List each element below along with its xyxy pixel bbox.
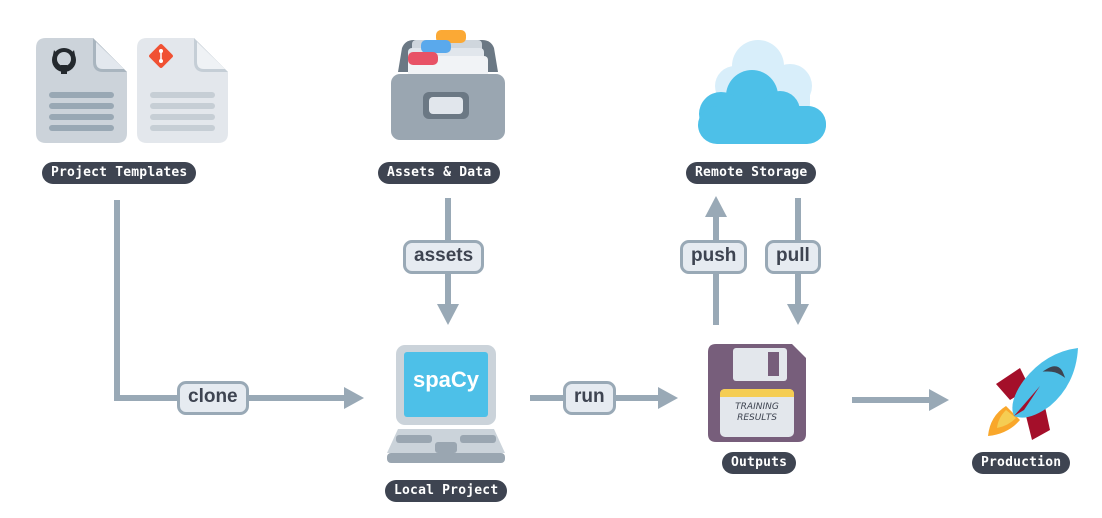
rocket-flame <box>988 406 1020 436</box>
push-arrowhead <box>705 196 727 217</box>
node-label-project-templates: Project Templates <box>42 162 197 184</box>
node-label-outputs: Outputs <box>722 452 797 474</box>
edge-label-clone: clone <box>177 381 249 415</box>
edge-label-assets: assets <box>403 240 485 274</box>
git-logo-icon <box>149 44 173 68</box>
github-document-icon <box>36 38 127 143</box>
run-arrowhead <box>658 387 678 409</box>
git-document-icon <box>137 38 228 143</box>
laptop-icon <box>387 345 505 463</box>
cloud-front <box>698 70 826 144</box>
edge-label-push: push <box>680 240 748 274</box>
node-label-remote-storage: Remote Storage <box>686 162 817 184</box>
node-label-local-project: Local Project <box>385 480 508 502</box>
floppy-label-line1: TRAINING <box>735 402 779 412</box>
edge-label-run: run <box>563 381 616 415</box>
cloud-icon <box>698 40 826 144</box>
floppy-label-line2: RESULTS <box>737 413 777 423</box>
production-arrowhead <box>929 389 949 411</box>
pull-arrowhead <box>787 304 809 325</box>
floppy-disk-icon <box>708 344 806 442</box>
card-file-box-icon <box>391 30 505 140</box>
laptop-screen-text: spaCy <box>412 367 480 392</box>
laptop-screen <box>404 352 488 417</box>
edge-label-pull: pull <box>765 240 821 274</box>
node-label-assets-data: Assets & Data <box>378 162 501 184</box>
clone-arrowhead <box>344 387 364 409</box>
clone-edge-line <box>114 200 345 401</box>
template-documents-icon <box>36 38 228 143</box>
rocket-icon <box>988 348 1078 440</box>
github-icon <box>52 48 76 74</box>
node-label-production: Production <box>972 452 1071 474</box>
floppy-label: TRAINING RESULTS <box>718 402 796 424</box>
assets-arrowhead <box>437 304 459 325</box>
